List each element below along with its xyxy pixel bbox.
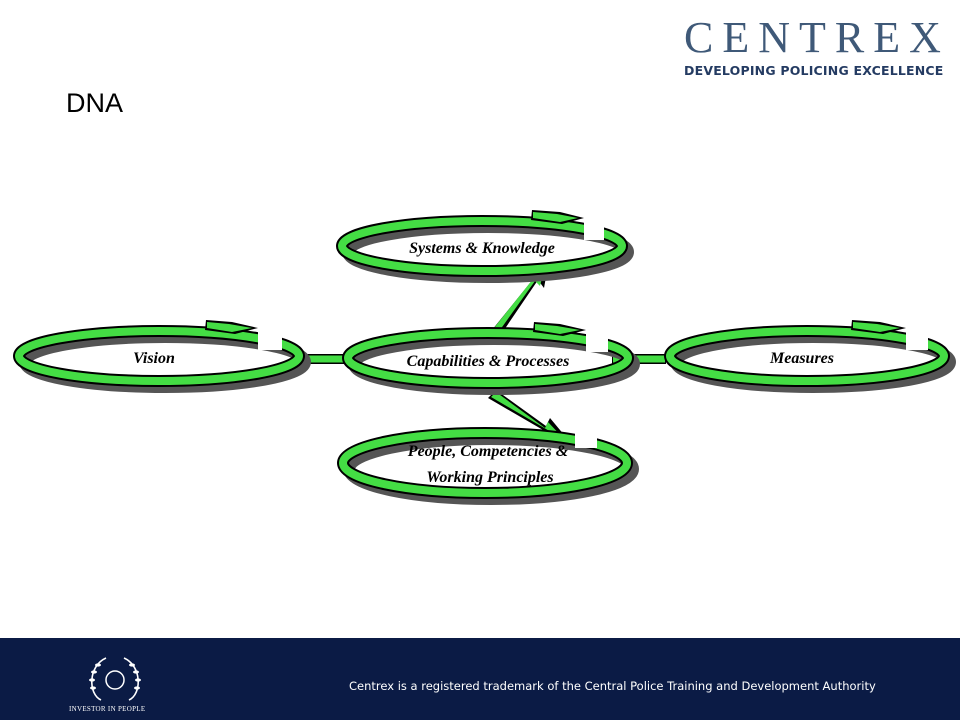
iip-label: INVESTOR IN PEOPLE — [69, 705, 146, 713]
centrex-logo: CENTREX — [684, 13, 950, 62]
node-capabilities-processes: Capabilities & Processes — [342, 322, 640, 395]
label-people-line1: People, Competencies & — [407, 443, 569, 460]
node-people-competencies: People, Competencies & Working Principle… — [337, 426, 639, 505]
label-vision: Vision — [133, 350, 175, 367]
trademark-text: Centrex is a registered trademark of the… — [349, 679, 876, 693]
node-vision: Vision — [13, 320, 311, 393]
logo-tagline: DEVELOPING POLICING EXCELLENCE — [684, 63, 944, 78]
connector-capabilities-measures — [612, 354, 666, 364]
footer-bar: INVESTOR IN PEOPLE Centrex is a register… — [0, 638, 960, 720]
label-capabilities-processes: Capabilities & Processes — [407, 353, 570, 370]
page-title: DNA — [66, 88, 124, 118]
label-people-line2: Working Principles — [426, 469, 553, 486]
label-measures: Measures — [769, 350, 834, 367]
connector-capabilities-people — [488, 390, 570, 442]
investor-in-people-logo — [89, 657, 141, 701]
connector-capabilities-systems — [492, 266, 548, 333]
connector-vision-capabilities — [300, 354, 348, 364]
label-systems-knowledge: Systems & Knowledge — [409, 240, 555, 257]
node-measures: Measures — [664, 320, 956, 393]
node-systems-knowledge: Systems & Knowledge — [336, 210, 634, 283]
dna-diagram: Systems & Knowledge Vision Capabilities … — [13, 210, 956, 505]
